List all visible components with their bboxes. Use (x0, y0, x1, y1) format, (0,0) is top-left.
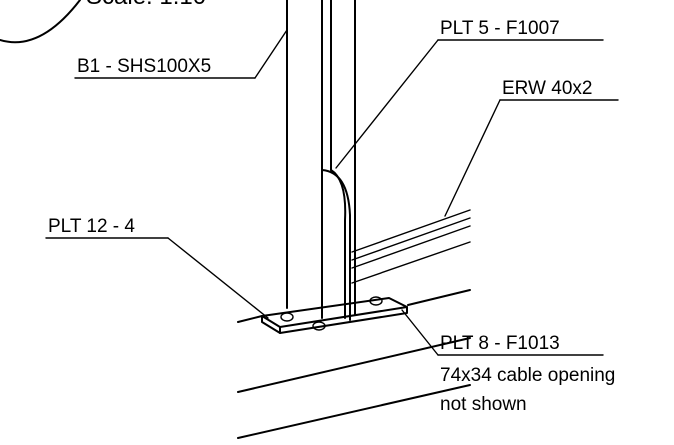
leader-line (254, 29, 288, 79)
callout-plt12: PLT 12 - 4 (48, 216, 135, 237)
callout-b1: B1 - SHS100X5 (77, 56, 211, 77)
leader-line (401, 309, 439, 356)
note-line-2: not shown (440, 394, 527, 415)
erw-rail (351, 209, 471, 284)
ground-line (237, 384, 471, 439)
bolt-icon (280, 296, 383, 331)
base-plate (261, 297, 408, 334)
leader-line (167, 237, 269, 319)
fin-plate (321, 169, 351, 321)
leader-line (444, 99, 501, 217)
note-line-1: 74x34 cable opening (440, 365, 615, 386)
callout-plt8: PLT 8 - F1013 (440, 333, 560, 354)
ground-line (407, 289, 471, 306)
ground-line (237, 337, 471, 393)
leader-line (335, 39, 439, 169)
shs-post (286, 0, 356, 319)
scale-bubble (0, 0, 81, 44)
ground-line (237, 315, 263, 323)
callout-erw: ERW 40x2 (502, 78, 592, 99)
scale-label: Scale: 1:10 (86, 0, 206, 10)
callout-plt5: PLT 5 - F1007 (440, 18, 560, 39)
